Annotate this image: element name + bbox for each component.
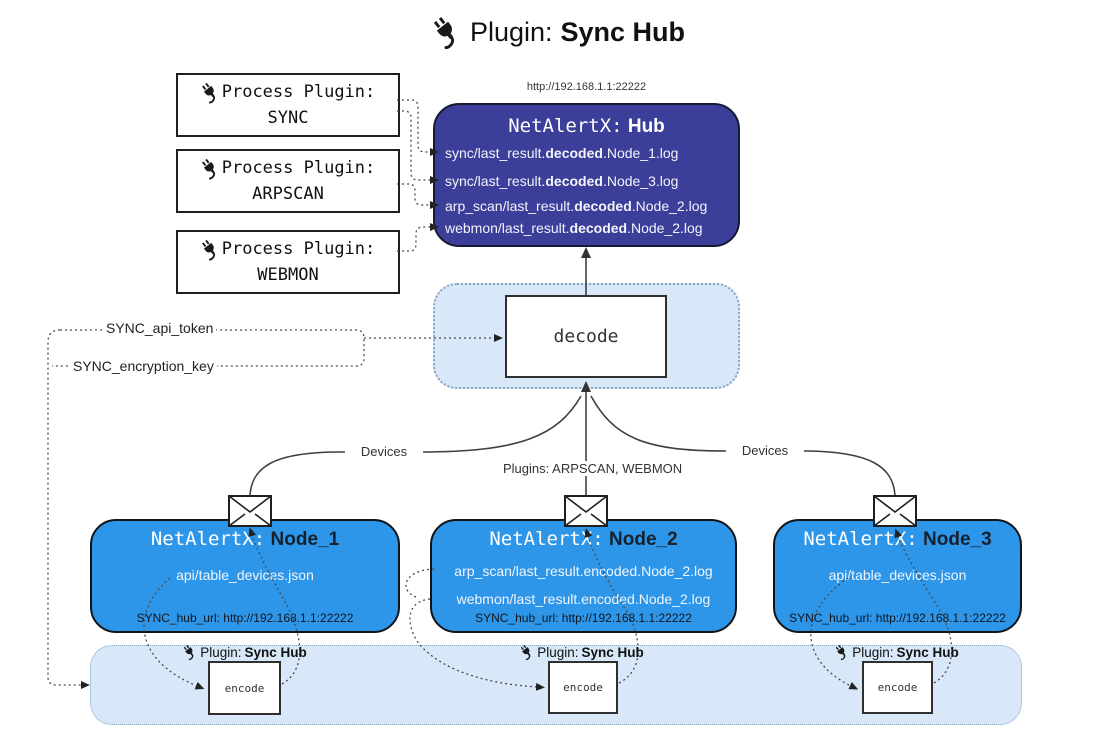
hub-log-line: arp_scan/last_result.decoded.Node_2.log bbox=[445, 198, 708, 214]
process-plugin-box-arpscan: Process Plugin: ARPSCAN bbox=[176, 149, 400, 213]
process-plugin-name: ARPSCAN bbox=[252, 184, 324, 204]
node-file: arp_scan/last_result.encoded.Node_2.log bbox=[454, 563, 713, 579]
node-file: api/table_devices.json bbox=[176, 567, 314, 583]
sync-encryption-key-label: SYNC_encryption_key bbox=[70, 358, 217, 374]
process-plugin-name: SYNC bbox=[267, 108, 309, 128]
encode-plugin-label-2: Plugin: Sync Hub bbox=[522, 644, 644, 660]
encode-plugin-label-3: Plugin: Sync Hub bbox=[837, 644, 959, 660]
edge-label-devices-left: Devices bbox=[345, 444, 423, 459]
process-plugin-label: Process Plugin: bbox=[221, 82, 376, 102]
node-hub-url: SYNC_hub_url: http://192.168.1.1:22222 bbox=[475, 611, 692, 625]
edge-label-plugins: Plugins: ARPSCAN, WEBMON bbox=[500, 461, 682, 476]
process-plugin-label: Process Plugin: bbox=[221, 158, 376, 178]
node-1-box: NetAlertX: Node_1 api/table_devices.json… bbox=[90, 519, 400, 633]
node-hub-url: SYNC_hub_url: http://192.168.1.1:22222 bbox=[789, 611, 1006, 625]
node-file: webmon/last_result.encoded.Node_2.log bbox=[456, 591, 711, 607]
node-2-box: NetAlertX: Node_2 arp_scan/last_result.e… bbox=[430, 519, 737, 633]
encode-label: encode bbox=[877, 681, 918, 694]
sync-api-token-label: SYNC_api_token bbox=[103, 320, 217, 336]
hub-log-line: webmon/last_result.decoded.Node_2.log bbox=[445, 220, 703, 236]
plug-icon bbox=[196, 154, 224, 182]
edge-label-devices-right: Devices bbox=[726, 443, 804, 458]
title-bold: Sync Hub bbox=[560, 16, 686, 47]
envelope-icon bbox=[564, 495, 608, 527]
hub-url-label: http://192.168.1.1:22222 bbox=[526, 81, 647, 93]
encode-label: encode bbox=[224, 681, 265, 695]
hub-title: NetAlertX: Hub bbox=[508, 115, 665, 137]
plug-icon bbox=[196, 235, 224, 263]
encode-box-2: encode bbox=[548, 661, 618, 714]
node-hub-url: SYNC_hub_url: http://192.168.1.1:22222 bbox=[136, 611, 354, 625]
hub-box: NetAlertX: Hub sync/last_result.decoded.… bbox=[433, 103, 740, 247]
hub-log-line: sync/last_result.decoded.Node_3.log bbox=[445, 173, 679, 189]
node-title: NetAlertX: Node_1 bbox=[150, 528, 340, 550]
page-title: Plugin: Sync Hub bbox=[0, 16, 1117, 48]
envelope-icon bbox=[228, 495, 272, 527]
process-plugin-name: WEBMON bbox=[257, 265, 319, 285]
node-file: api/table_devices.json bbox=[828, 567, 967, 583]
encode-box-3: encode bbox=[862, 661, 933, 714]
process-plugin-box-sync: Process Plugin: SYNC bbox=[176, 73, 400, 137]
node-title: NetAlertX: Node_2 bbox=[489, 528, 678, 550]
process-plugin-label: Process Plugin: bbox=[221, 239, 376, 259]
hub-log-line: sync/last_result.decoded.Node_1.log bbox=[445, 145, 679, 161]
plug-icon bbox=[196, 78, 224, 106]
encode-label: encode bbox=[563, 681, 603, 694]
process-plugin-box-webmon: Process Plugin: WEBMON bbox=[176, 230, 400, 294]
envelope-icon bbox=[873, 495, 917, 527]
encode-plugin-label-1: Plugin: Sync Hub bbox=[185, 644, 307, 660]
encode-box-1: encode bbox=[208, 661, 281, 715]
decode-label: decode bbox=[553, 326, 619, 347]
plug-icon bbox=[425, 10, 468, 54]
node-3-box: NetAlertX: Node_3 api/table_devices.json… bbox=[773, 519, 1022, 633]
node-title: NetAlertX: Node_3 bbox=[803, 528, 992, 550]
title-prefix: Plugin: bbox=[469, 16, 553, 47]
decode-box: decode bbox=[505, 295, 667, 378]
